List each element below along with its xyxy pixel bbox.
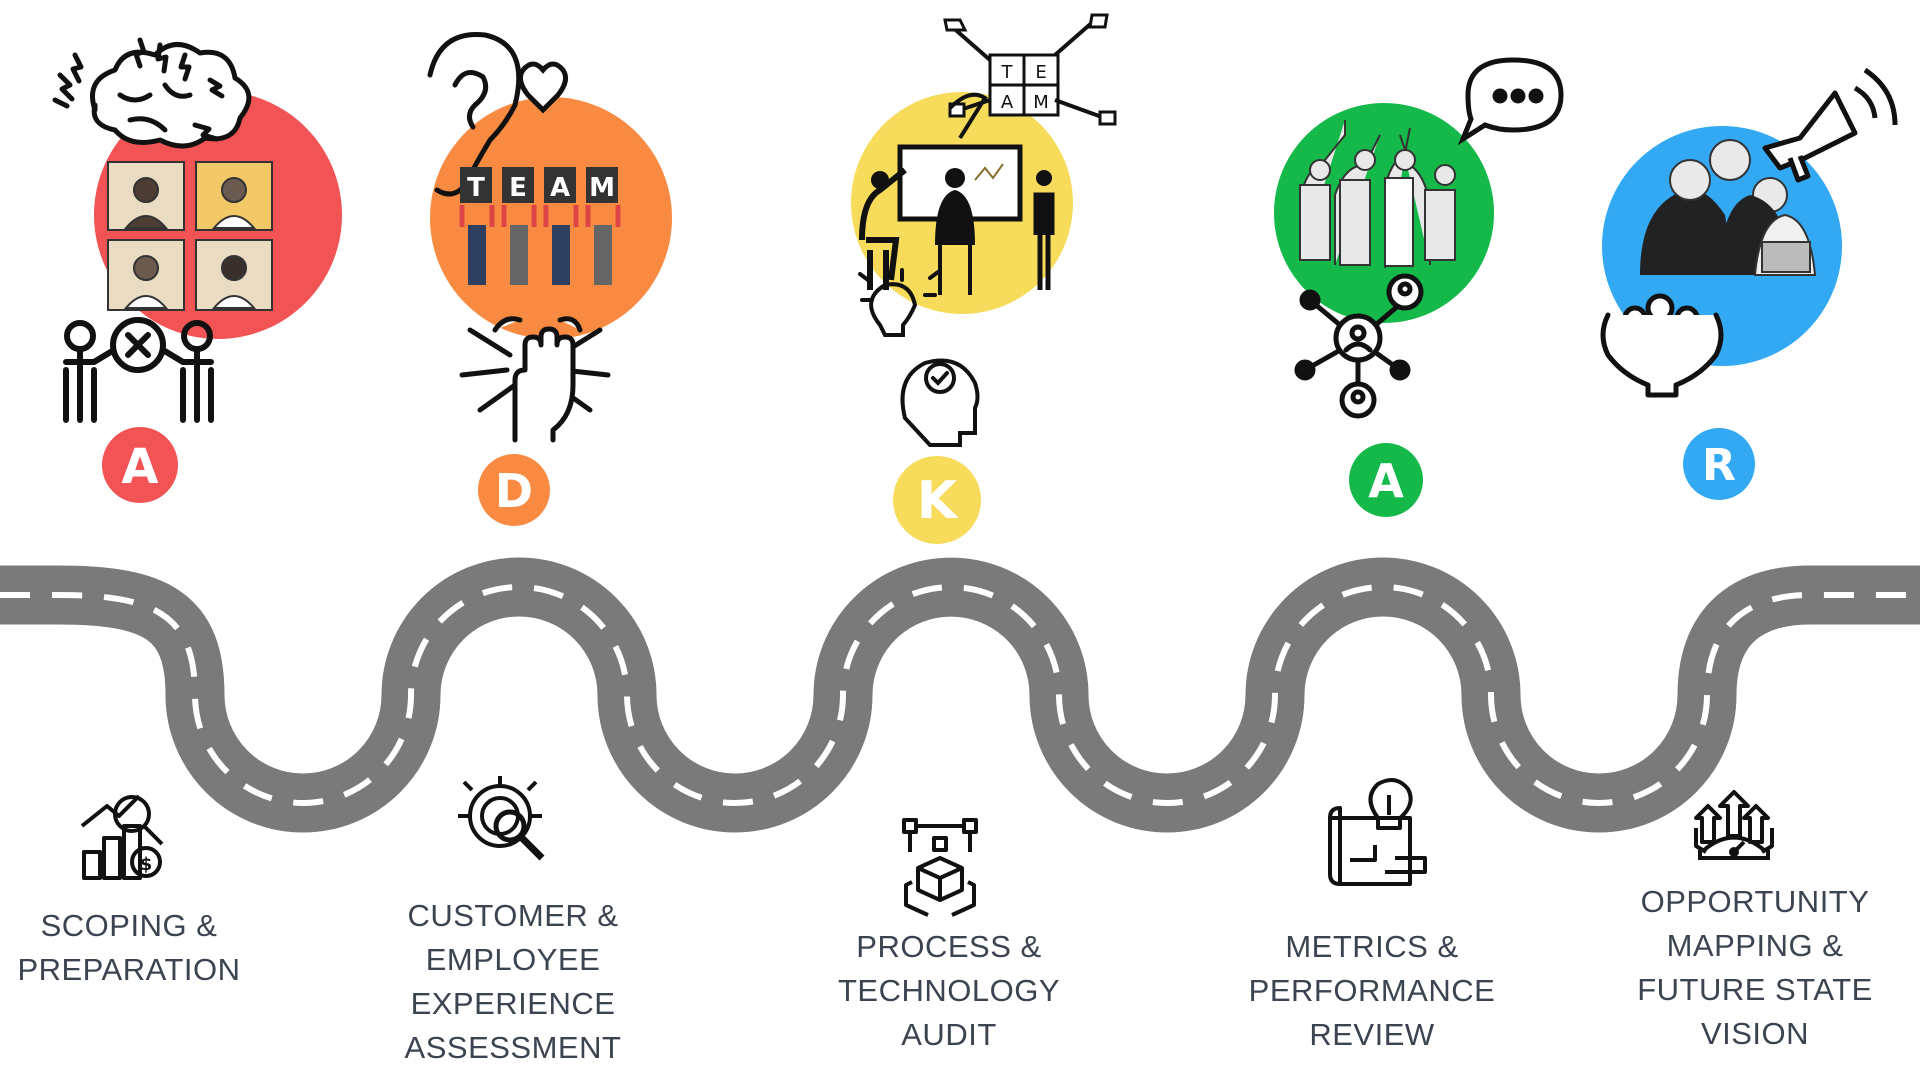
- winding-road: [0, 557, 1920, 833]
- step-4-line-3: REVIEW: [1309, 1017, 1435, 1052]
- stage-2-badge-circle: [478, 454, 550, 526]
- stage-3-illustration: T E A M K: [851, 13, 1117, 544]
- step-5-line-2: MAPPING &: [1666, 928, 1844, 963]
- step-3-label: PROCESS & TECHNOLOGY AUDIT: [799, 925, 1099, 1057]
- stage-2-illustration: T E A M D: [427, 32, 672, 526]
- step-4-label: METRICS & PERFORMANCE REVIEW: [1222, 925, 1522, 1057]
- step-1-line-1: SCOPING &: [40, 908, 218, 943]
- conflict-people-icon: [63, 317, 214, 423]
- community-hands-icon: [1600, 293, 1724, 398]
- network-people-icon: [1294, 273, 1424, 419]
- idea-mind-icons: [858, 268, 980, 447]
- chat-bubble-icon: [1457, 57, 1564, 146]
- stage-5-badge-circle: [1683, 428, 1755, 500]
- step-2-line-4: ASSESSMENT: [404, 1030, 622, 1065]
- step-2-line-3: EXPERIENCE: [410, 986, 616, 1021]
- stage-4-illustration: A: [1274, 57, 1564, 517]
- team-sign-letter-a: A: [550, 173, 570, 203]
- road-surface: [0, 557, 1920, 833]
- megaphone-icon: [1762, 67, 1898, 183]
- step-2-line-2: EMPLOYEE: [425, 942, 601, 977]
- stage-3-letter-badge: K: [893, 456, 981, 544]
- process-cubes-icon: [902, 818, 978, 917]
- puzzle-letter-e: E: [1035, 62, 1046, 83]
- step-3-line-1: PROCESS &: [856, 929, 1042, 964]
- stage-3-badge-circle: [893, 456, 981, 544]
- stage-3-letter: K: [917, 471, 959, 531]
- step-4-line-2: PERFORMANCE: [1248, 973, 1496, 1008]
- stage-5-letter: R: [1702, 440, 1736, 491]
- stage-4-letter: A: [1368, 454, 1404, 508]
- stage-2-circle: [430, 97, 672, 339]
- step-3-line-2: TECHNOLOGY: [837, 973, 1061, 1008]
- teamwork-laptop-icon: [1640, 139, 1817, 276]
- step-5-line-3: FUTURE STATE: [1637, 972, 1873, 1007]
- team-sign-letter-e: E: [509, 173, 527, 203]
- stressed-brain-icon: [52, 37, 252, 149]
- blueprint-lightbulb-icon: [1328, 778, 1427, 886]
- stage-5-letter-badge: R: [1683, 428, 1755, 500]
- step-5-label: OPPORTUNITY MAPPING & FUTURE STATE VISIO…: [1605, 880, 1905, 1056]
- step-2-label: CUSTOMER & EMPLOYEE EXPERIENCE ASSESSMEN…: [363, 894, 663, 1070]
- stage-2-letter-badge: D: [478, 454, 550, 526]
- step-5-line-1: OPPORTUNITY: [1640, 884, 1870, 919]
- stage-2-letter: D: [495, 464, 533, 518]
- high-five-team-icon: [1299, 120, 1456, 268]
- stage-5-illustration: R: [1600, 67, 1898, 500]
- road-center-line: [0, 584, 1920, 806]
- target-magnifier-icon: [458, 776, 545, 861]
- step-1-label: SCOPING & PREPARATION: [0, 904, 279, 992]
- presentation-board-icon: [859, 92, 1055, 295]
- puzzle-letter-m: M: [1033, 92, 1049, 113]
- team-hands-icon: [459, 316, 611, 443]
- step-2-line-1: CUSTOMER &: [407, 898, 619, 933]
- puzzle-people-icon: [107, 161, 273, 311]
- stage-1-badge-circle: [102, 427, 178, 503]
- step-5-line-4: VISION: [1700, 1016, 1810, 1051]
- team-puzzle-hands-icon: T E A M: [943, 13, 1117, 126]
- step-4-line-1: METRICS &: [1285, 929, 1459, 964]
- team-sign-letter-t: T: [467, 173, 485, 203]
- puzzle-letter-t: T: [1001, 62, 1014, 83]
- team-sign-letter-m: M: [589, 173, 615, 203]
- stage-4-badge-circle: [1349, 443, 1423, 517]
- svg-text:$: $: [140, 854, 153, 875]
- stage-1-illustration: A: [52, 37, 342, 503]
- step-1-line-2: PREPARATION: [17, 952, 241, 987]
- team-sign-holders-icon: T E A M: [459, 167, 621, 285]
- stage-1-letter: A: [121, 439, 158, 495]
- stage-4-letter-badge: A: [1349, 443, 1423, 517]
- growth-chart-dollar-icon: $: [80, 794, 164, 880]
- step-3-line-3: AUDIT: [901, 1017, 997, 1052]
- stage-1-letter-badge: A: [102, 427, 178, 503]
- puzzle-letter-a: A: [1001, 92, 1014, 113]
- growth-arrows-gauge-icon: [1694, 790, 1774, 860]
